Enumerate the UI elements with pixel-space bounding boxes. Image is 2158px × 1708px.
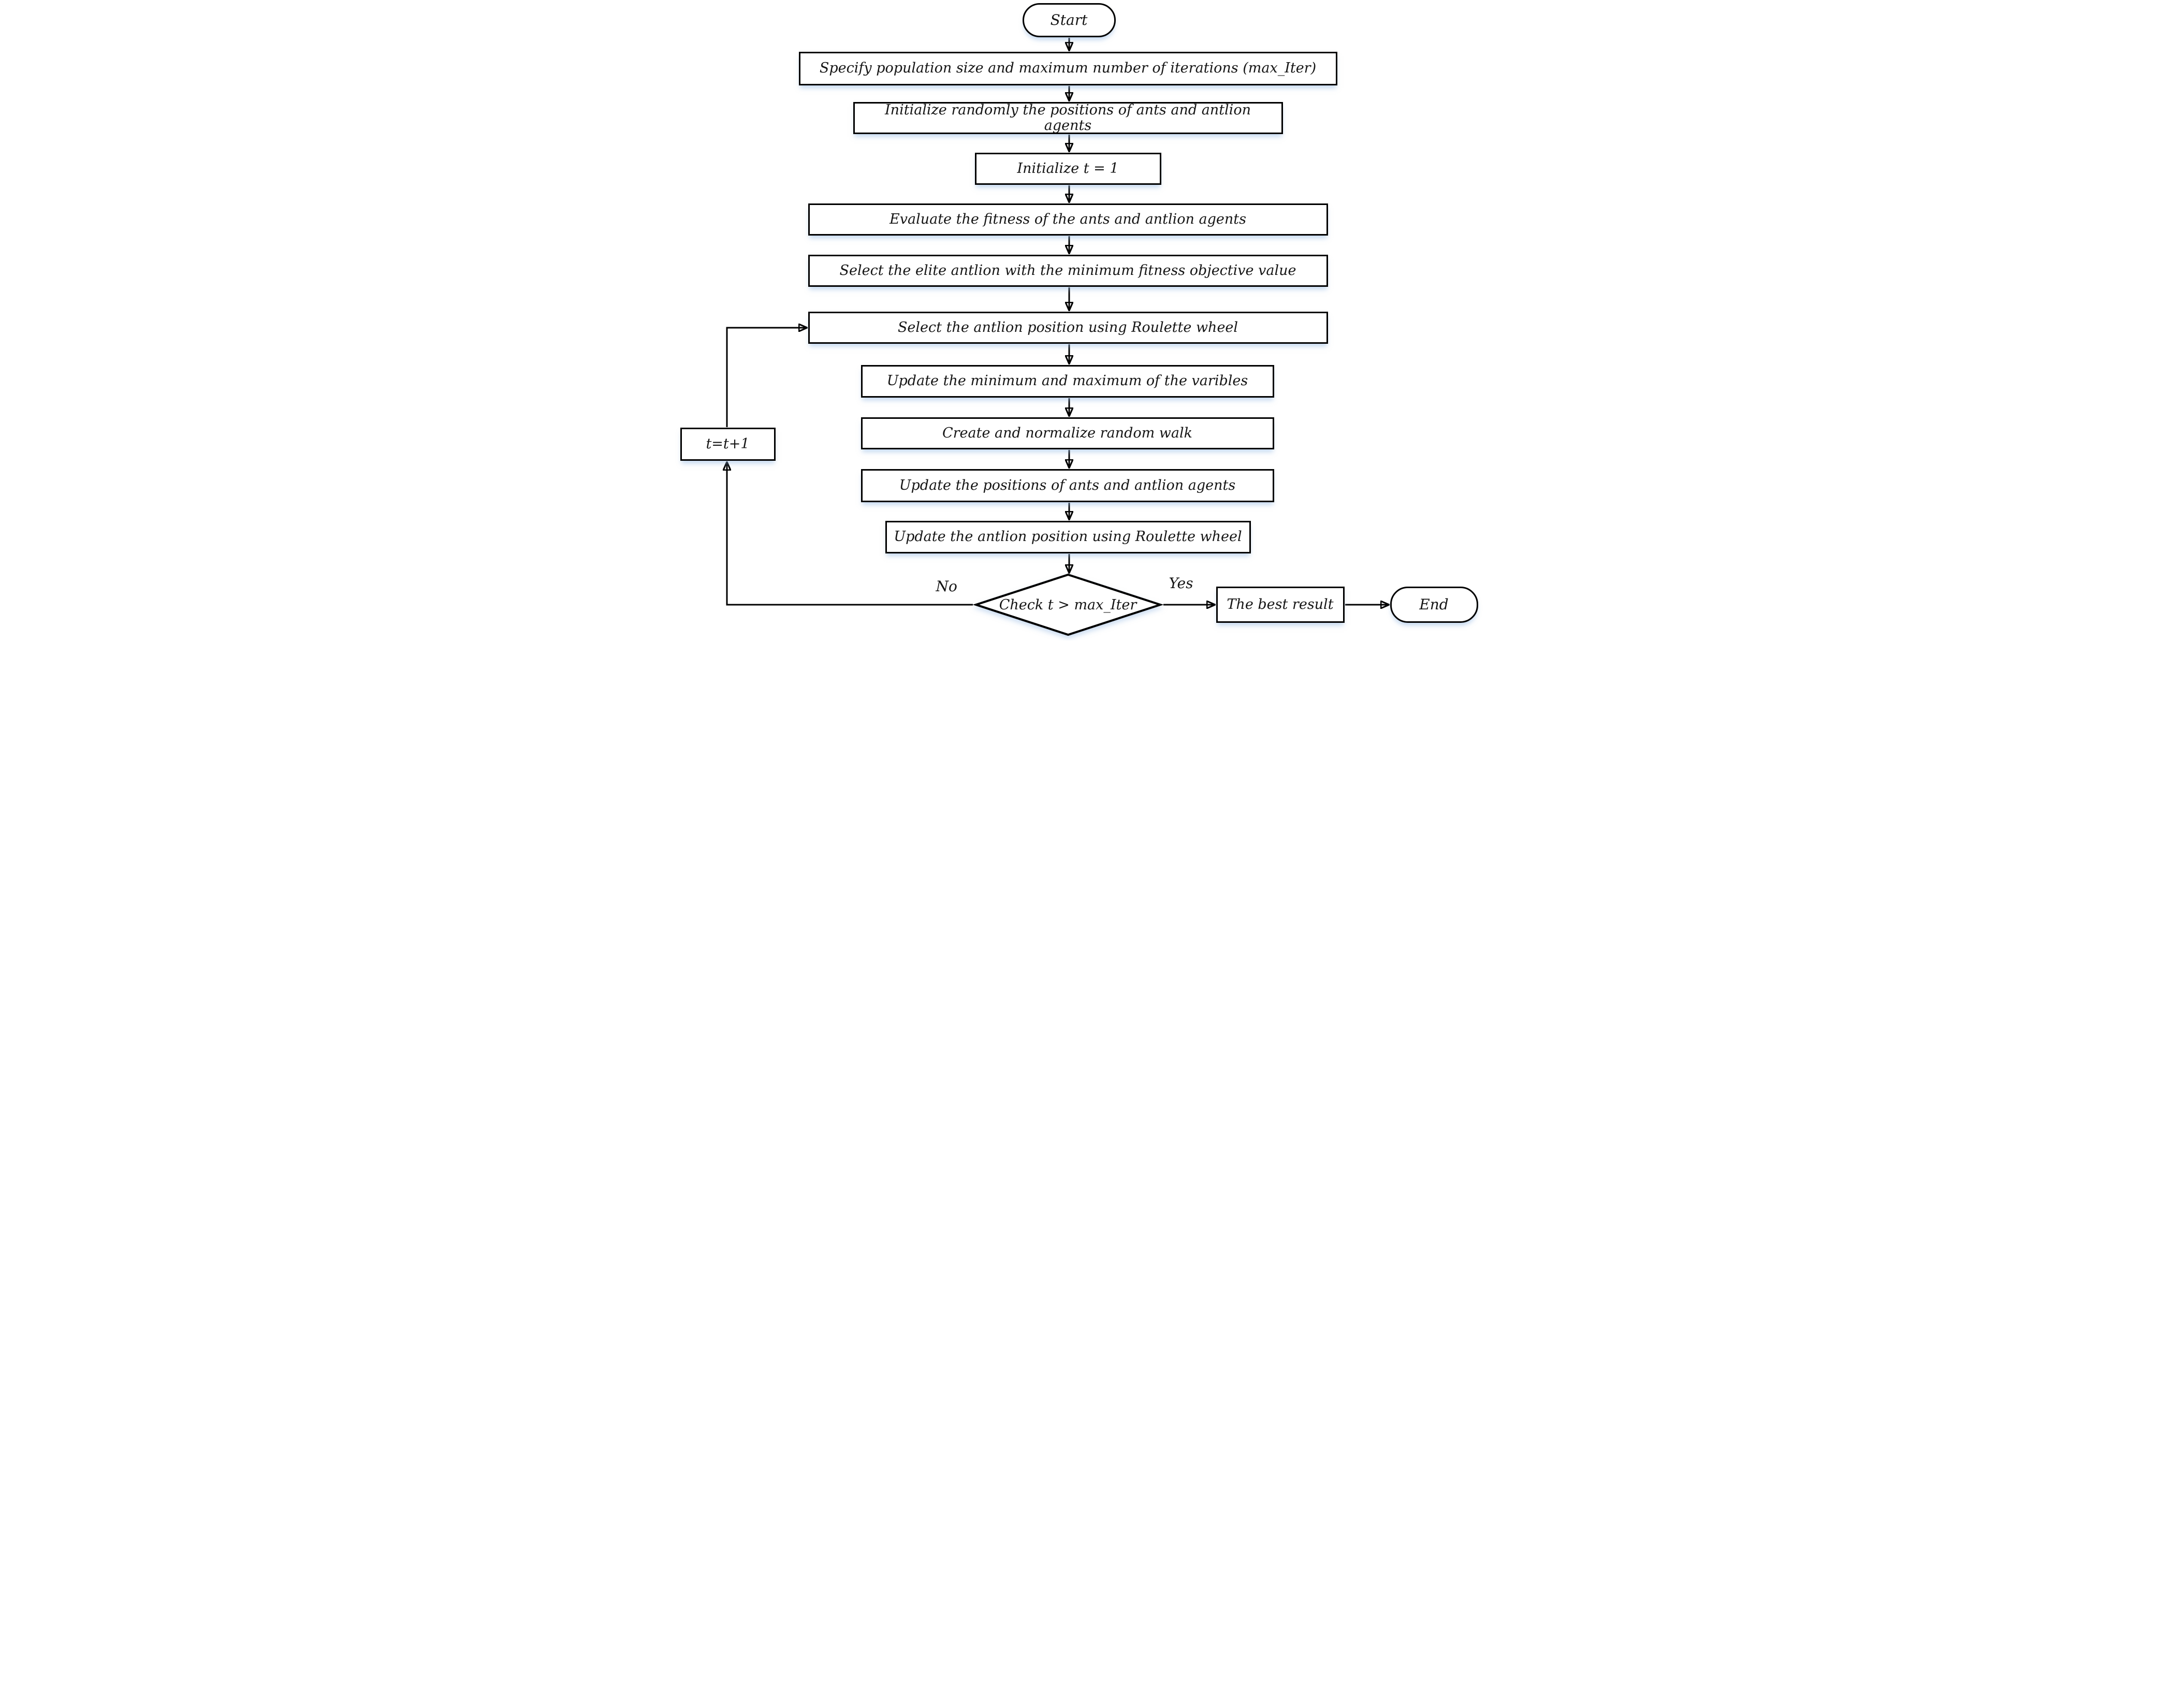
- start-terminator: Start: [1022, 3, 1116, 37]
- process-update-min-max: Update the minimum and maximum of the va…: [861, 365, 1274, 398]
- edge-label-no: No: [936, 578, 957, 595]
- process-initialize-t: Initialize t = 1: [974, 153, 1161, 185]
- process-specify-population: Specify population size and maximum numb…: [798, 52, 1337, 85]
- process-update-antlion-roulette: Update the antlion position using Roulet…: [885, 521, 1251, 553]
- flow-arrows: [675, 38, 1484, 640]
- flowchart-canvas: Start Specify population size and maximu…: [674, 0, 1484, 640]
- edge-label-yes: Yes: [1169, 575, 1193, 592]
- decision-label: Check t > max_Iter: [999, 596, 1137, 613]
- diamond-shape: [972, 573, 1163, 636]
- process-initialize-positions: Initialize randomly the positions of ant…: [853, 102, 1283, 134]
- process-evaluate-fitness: Evaluate the fitness of the ants and ant…: [808, 203, 1328, 236]
- process-select-elite-antlion: Select the elite antlion with the minimu…: [808, 255, 1328, 287]
- decision-check-max-iter: Check t > max_Iter: [972, 573, 1163, 636]
- process-update-positions: Update the positions of ants and antlion…: [861, 469, 1274, 502]
- end-terminator: End: [1390, 587, 1478, 623]
- process-best-result: The best result: [1216, 587, 1345, 623]
- process-increment-t: t=t+1: [680, 428, 776, 461]
- process-select-antlion-roulette: Select the antlion position using Roulet…: [808, 312, 1328, 344]
- process-create-random-walk: Create and normalize random walk: [861, 417, 1274, 449]
